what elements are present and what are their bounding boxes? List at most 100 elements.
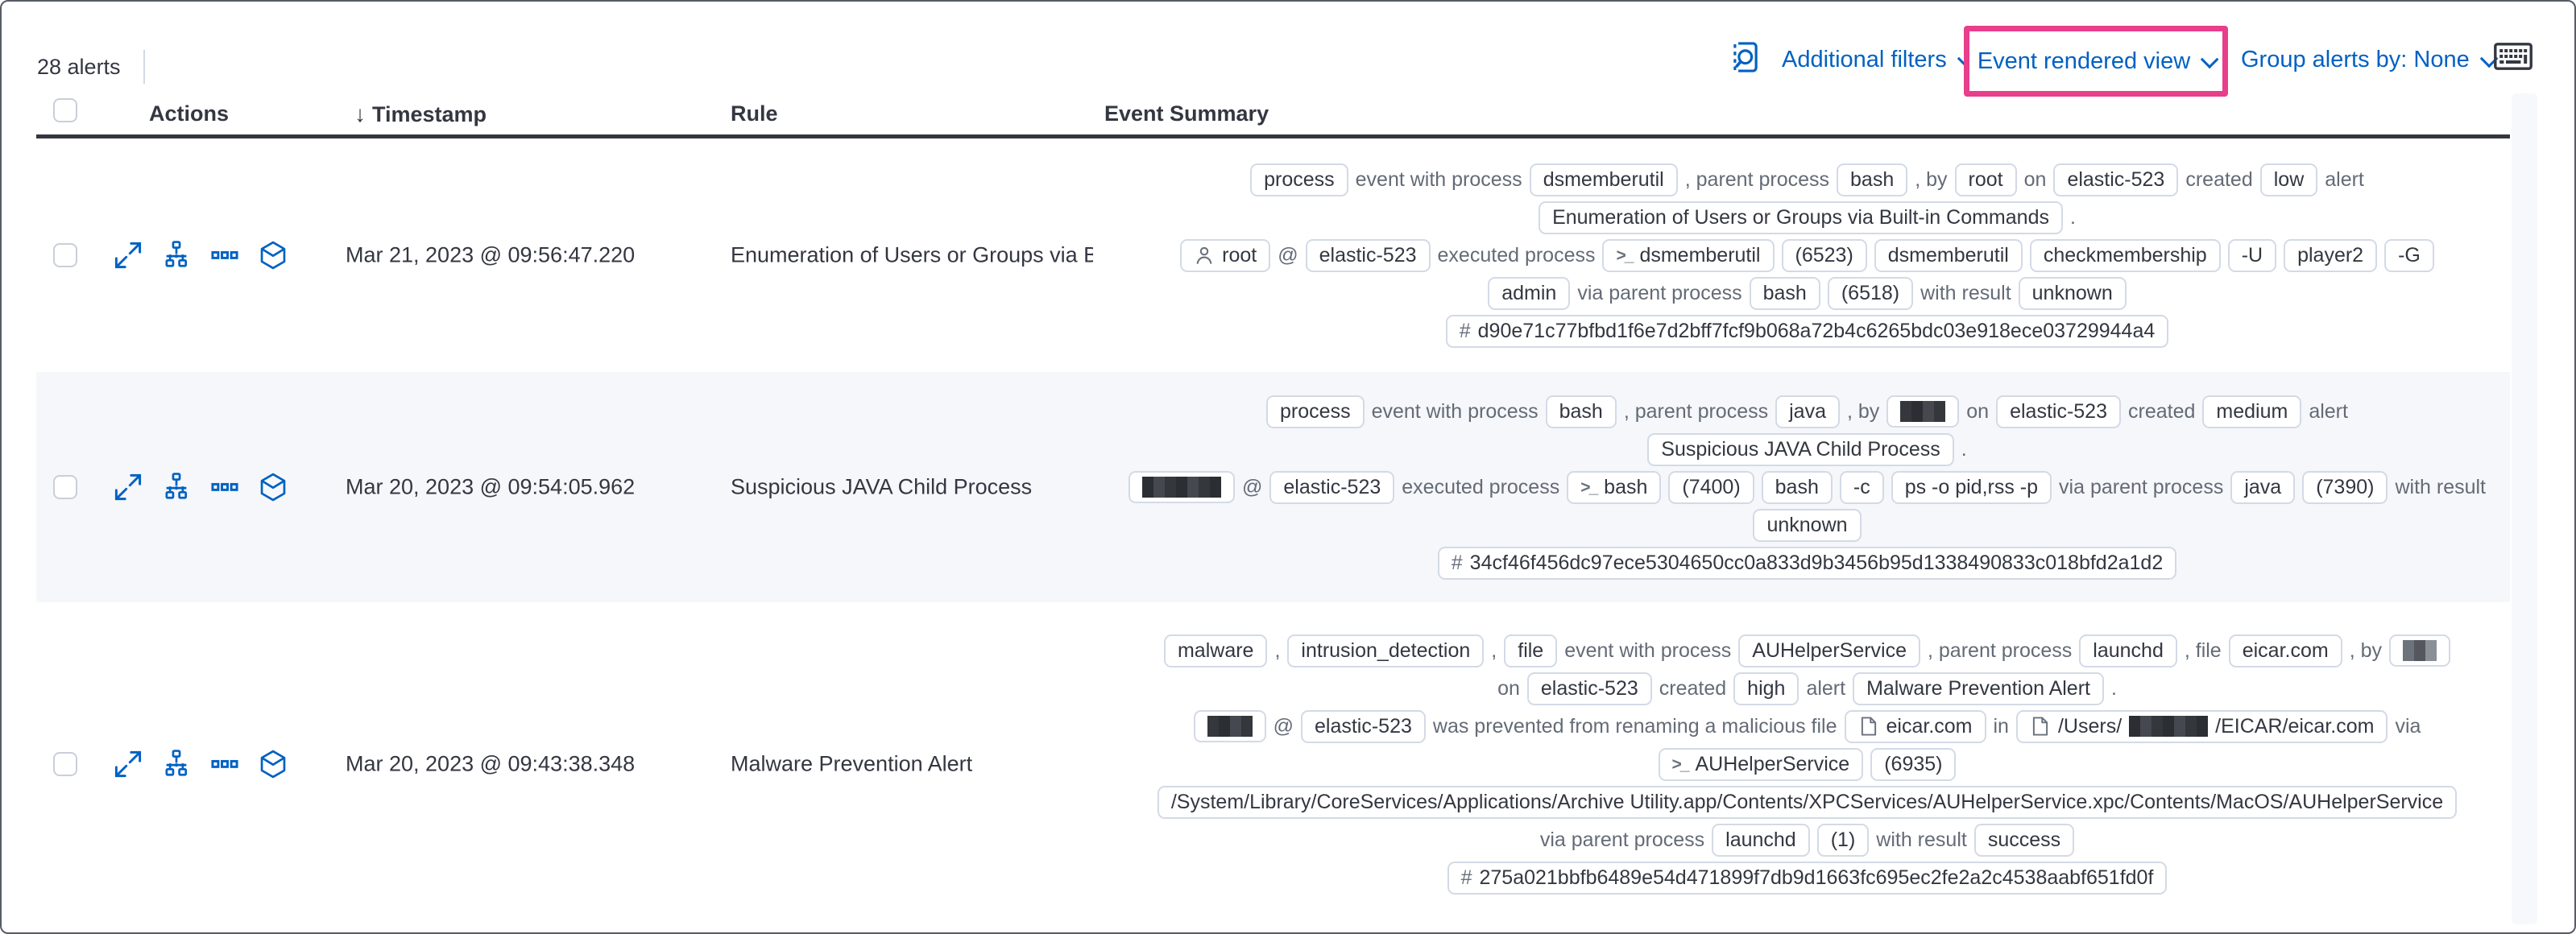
event-rendered-view-dropdown[interactable]: Event rendered view (1978, 48, 2219, 75)
summary-badge[interactable]: /System/Library/CoreServices/Application… (1157, 785, 2458, 819)
open-session-view-button[interactable] (259, 750, 288, 779)
summary-badge[interactable]: malware (1163, 634, 1268, 667)
summary-badge[interactable]: dsmemberutil (1529, 163, 1678, 196)
summary-badge[interactable]: #275a021bbfb6489e54d471899f7db9d1663fc69… (1447, 861, 2168, 895)
keyboard-icon[interactable] (2494, 42, 2533, 71)
alert-rule[interactable]: Enumeration of Users or Groups via Bui (731, 242, 1093, 267)
summary-badge[interactable]: /Users//EICAR/eicar.com (2015, 709, 2388, 743)
summary-badge[interactable]: (6518) (1827, 276, 1914, 310)
summary-badge[interactable]: low (2259, 163, 2318, 196)
badge-text: elastic-523 (1319, 243, 1417, 267)
summary-badge[interactable]: (1) (1816, 823, 1870, 857)
summary-badge[interactable]: java (2230, 470, 2296, 504)
summary-badge[interactable]: ps -o pid,rss -p (1891, 470, 2052, 504)
row-checkbox[interactable] (53, 475, 77, 499)
expand-alert-button[interactable] (114, 241, 143, 270)
summary-badge[interactable]: java (1775, 395, 1840, 428)
analyze-event-button[interactable] (162, 241, 191, 270)
analyze-event-button[interactable] (162, 473, 191, 502)
summary-text: @ (1273, 714, 1294, 738)
summary-badge[interactable]: -U (2227, 238, 2277, 272)
summary-badge[interactable]: intrusion_detection (1287, 634, 1485, 667)
summary-text: was prevented from renaming a malicious … (1432, 714, 1837, 738)
summary-badge[interactable]: root (1954, 163, 2017, 196)
summary-badge[interactable] (1193, 710, 1266, 742)
scrollbar-track[interactable] (2512, 93, 2537, 924)
summary-badge[interactable]: bash (1761, 470, 1833, 504)
summary-badge[interactable]: bash (1545, 395, 1617, 428)
file-icon (1858, 716, 1879, 737)
summary-badge[interactable]: player2 (2284, 238, 2378, 272)
additional-filters-dropdown[interactable]: Additional filters (1782, 47, 1976, 73)
select-all-checkbox[interactable] (53, 98, 77, 122)
summary-badge[interactable]: launchd (2079, 634, 2177, 667)
summary-badge[interactable]: elastic-523 (1269, 470, 1395, 504)
summary-badge[interactable]: checkmembership (2029, 238, 2221, 272)
summary-badge[interactable]: medium (2202, 395, 2302, 428)
summary-badge[interactable]: #34cf46f456dc97ece5304650cc0a833d9b3456b… (1437, 546, 2177, 580)
summary-badge[interactable] (2389, 634, 2450, 667)
group-alerts-by-dropdown[interactable]: Group alerts by: None (2241, 47, 2499, 73)
badge-text: (6935) (1884, 752, 1943, 775)
summary-badge[interactable]: root (1180, 238, 1271, 272)
badge-text: process (1280, 399, 1351, 423)
fields-browser-icon[interactable] (1729, 40, 1762, 74)
summary-badge[interactable]: dsmemberutil (1874, 238, 2023, 272)
summary-badge[interactable]: elastic-523 (1526, 672, 1652, 705)
row-checkbox[interactable] (53, 243, 77, 267)
summary-badge[interactable]: -c (1839, 470, 1884, 504)
summary-badge[interactable]: (6935) (1870, 747, 1957, 781)
summary-badge[interactable]: unknown (1753, 508, 1862, 542)
badge-text: file (1518, 639, 1544, 662)
row-checkbox[interactable] (53, 752, 77, 776)
summary-badge[interactable]: elastic-523 (2053, 163, 2179, 196)
summary-badge[interactable]: >_bash (1567, 470, 1662, 504)
summary-badge[interactable]: (7400) (1668, 470, 1754, 504)
analyze-event-button[interactable] (162, 750, 191, 779)
summary-badge[interactable]: bash (1749, 276, 1820, 310)
summary-badge[interactable]: process (1250, 163, 1348, 196)
summary-badge[interactable]: AUHelperService (1738, 634, 1921, 667)
column-header-timestamp[interactable]: ↓Timestamp (354, 101, 487, 127)
summary-badge[interactable]: process (1266, 395, 1365, 428)
summary-badge[interactable]: elastic-523 (1300, 709, 1426, 743)
alert-rule[interactable]: Malware Prevention Alert (731, 751, 973, 776)
more-actions-button[interactable] (210, 473, 239, 502)
summary-badge[interactable]: launchd (1712, 823, 1810, 857)
alert-rule[interactable]: Suspicious JAVA Child Process (731, 474, 1033, 499)
summary-badge[interactable]: eicar.com (2228, 634, 2342, 667)
summary-badge[interactable]: #d90e71c77bfbd1f6e7d2bff7fcf9b068a72b4c6… (1445, 314, 2169, 348)
summary-text: , parent process (1623, 399, 1769, 423)
summary-badge[interactable]: -G (2384, 238, 2434, 272)
alert-timestamp: Mar 20, 2023 @ 09:43:38.348 (346, 751, 636, 776)
summary-text: , by (2349, 639, 2382, 662)
open-session-view-button[interactable] (259, 241, 288, 270)
summary-badge[interactable]: file (1504, 634, 1558, 667)
summary-badge[interactable]: admin (1488, 276, 1571, 310)
summary-badge[interactable]: high (1733, 672, 1799, 705)
summary-badge[interactable]: unknown (2018, 276, 2127, 310)
more-actions-button[interactable] (210, 750, 239, 779)
expand-alert-button[interactable] (114, 750, 143, 779)
summary-badge[interactable]: bash (1837, 163, 1908, 196)
summary-badge[interactable] (1886, 395, 1960, 428)
expand-alert-button[interactable] (114, 473, 143, 502)
more-actions-button[interactable] (210, 241, 239, 270)
summary-badge[interactable]: elastic-523 (1996, 395, 2121, 428)
summary-badge[interactable] (1128, 471, 1235, 503)
summary-badge[interactable]: (6523) (1781, 238, 1867, 272)
summary-badge[interactable]: Enumeration of Users or Groups via Built… (1539, 200, 2063, 234)
summary-badge[interactable]: success (1973, 823, 2075, 857)
summary-badge[interactable]: Malware Prevention Alert (1853, 672, 2104, 705)
summary-badge[interactable]: Suspicious JAVA Child Process (1647, 432, 1954, 466)
summary-badge[interactable]: eicar.com (1844, 709, 1986, 743)
badge-text: Enumeration of Users or Groups via Built… (1552, 205, 2049, 229)
summary-badge[interactable]: >_AUHelperService (1658, 747, 1864, 781)
open-session-view-button[interactable] (259, 473, 288, 502)
summary-badge[interactable]: (7390) (2302, 470, 2388, 504)
summary-badge[interactable]: >_dsmemberutil (1602, 238, 1775, 272)
summary-badge[interactable]: elastic-523 (1305, 238, 1431, 272)
